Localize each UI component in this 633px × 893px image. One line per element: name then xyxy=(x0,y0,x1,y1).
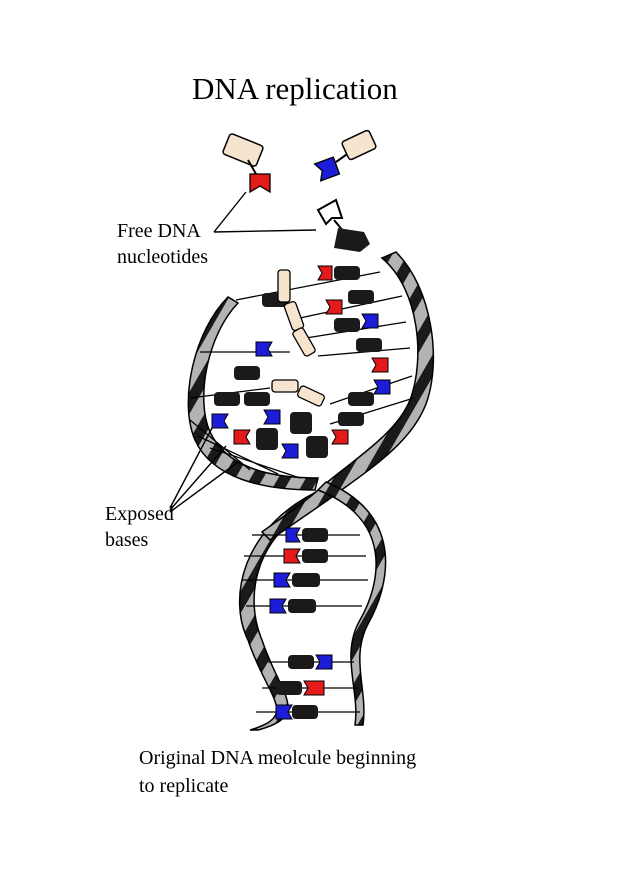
base-black xyxy=(348,290,374,304)
sugar-cream xyxy=(271,379,299,393)
base-blue xyxy=(275,704,293,720)
free-nucleotides xyxy=(222,129,377,252)
sugar-cream xyxy=(297,385,325,407)
label-exposed-bases-line2: bases xyxy=(105,529,149,551)
base-blue xyxy=(373,379,391,395)
sugar-cream xyxy=(341,129,377,161)
base-red xyxy=(283,548,301,564)
base-black xyxy=(334,318,360,332)
sugar-cream xyxy=(283,300,305,332)
sugar-cream xyxy=(292,327,316,357)
exposed-bases-fork xyxy=(211,265,391,459)
base-red xyxy=(325,299,343,315)
base-black xyxy=(290,412,312,434)
base-black-free xyxy=(334,228,370,252)
pointer-lines xyxy=(169,191,317,513)
base-black xyxy=(348,392,374,406)
sugar-cream xyxy=(277,269,291,303)
label-free-nucleotides-line1: Free DNA xyxy=(117,220,201,242)
base-black xyxy=(288,599,316,613)
base-blue xyxy=(281,443,299,459)
base-black xyxy=(276,681,302,695)
base-red xyxy=(317,265,333,281)
base-red xyxy=(249,173,271,194)
base-blue xyxy=(315,654,333,670)
diagram-title: DNA replication xyxy=(192,71,398,106)
pointer-exposed-bases xyxy=(169,427,239,513)
base-blue xyxy=(211,413,229,429)
base-red xyxy=(303,680,325,696)
label-exposed-bases-line1: Exposed xyxy=(105,503,174,525)
base-black xyxy=(234,366,260,380)
incoming-nucleotide-sugars xyxy=(271,269,325,407)
base-black xyxy=(356,338,382,352)
base-pairs-helix xyxy=(269,527,333,720)
fork-strand-right xyxy=(260,251,435,541)
base-outline xyxy=(316,198,344,226)
base-blue xyxy=(273,572,291,588)
base-red xyxy=(233,429,251,445)
base-black xyxy=(214,392,240,406)
base-red xyxy=(371,357,389,373)
fork-strand-left xyxy=(187,296,319,491)
base-black xyxy=(302,549,328,563)
base-red xyxy=(331,429,349,445)
base-blue xyxy=(313,156,341,182)
base-blue xyxy=(269,598,287,614)
base-black xyxy=(302,528,328,542)
pointer-free-nucleotides xyxy=(213,191,317,233)
base-black xyxy=(288,655,314,669)
base-black xyxy=(256,428,278,450)
base-black xyxy=(334,266,360,280)
base-blue xyxy=(255,341,273,357)
base-black xyxy=(306,436,328,458)
base-black xyxy=(338,412,364,426)
helix-strand-front xyxy=(316,481,387,726)
base-black xyxy=(292,705,318,719)
caption-line1: Original DNA meolcule beginning xyxy=(139,747,417,769)
label-free-nucleotides-line2: nucleotides xyxy=(117,246,209,268)
base-black xyxy=(244,392,270,406)
base-blue xyxy=(361,313,379,329)
base-black xyxy=(292,573,320,587)
sugar-cream xyxy=(222,133,264,167)
base-blue xyxy=(285,527,301,543)
caption-line2: to replicate xyxy=(139,775,229,797)
base-blue xyxy=(263,409,281,425)
